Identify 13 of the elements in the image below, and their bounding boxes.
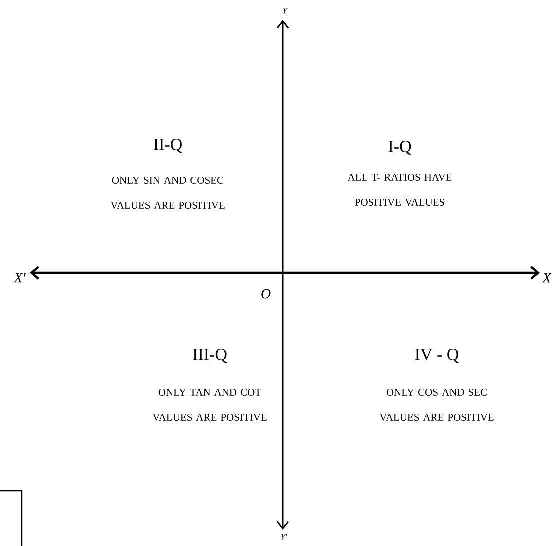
axis-label: X'	[14, 273, 26, 283]
axis-label: O	[262, 289, 271, 299]
quadrant-note: ONLY SIN AND COSEC VALUES ARE POSITIVE	[110, 176, 225, 210]
quadrant-heading: II-Q	[154, 138, 182, 153]
quadrant-heading: IV - Q	[415, 348, 459, 363]
axis-label: Y'	[281, 534, 288, 540]
quadrant-note: ONLY COS AND SEC VALUES ARE POSITIVE	[380, 388, 494, 422]
quadrant-note: ONLY TAN AND COT VALUES ARE POSITIVE	[152, 388, 267, 422]
quadrant-heading: I-Q	[388, 140, 412, 155]
quadrant-heading: III-Q	[193, 348, 228, 363]
quadrant-note: ALL T- RATIOS HAVE POSITIVE VALUES	[348, 174, 452, 206]
axis-label: X	[542, 273, 552, 283]
axis-label: Y	[283, 8, 288, 14]
